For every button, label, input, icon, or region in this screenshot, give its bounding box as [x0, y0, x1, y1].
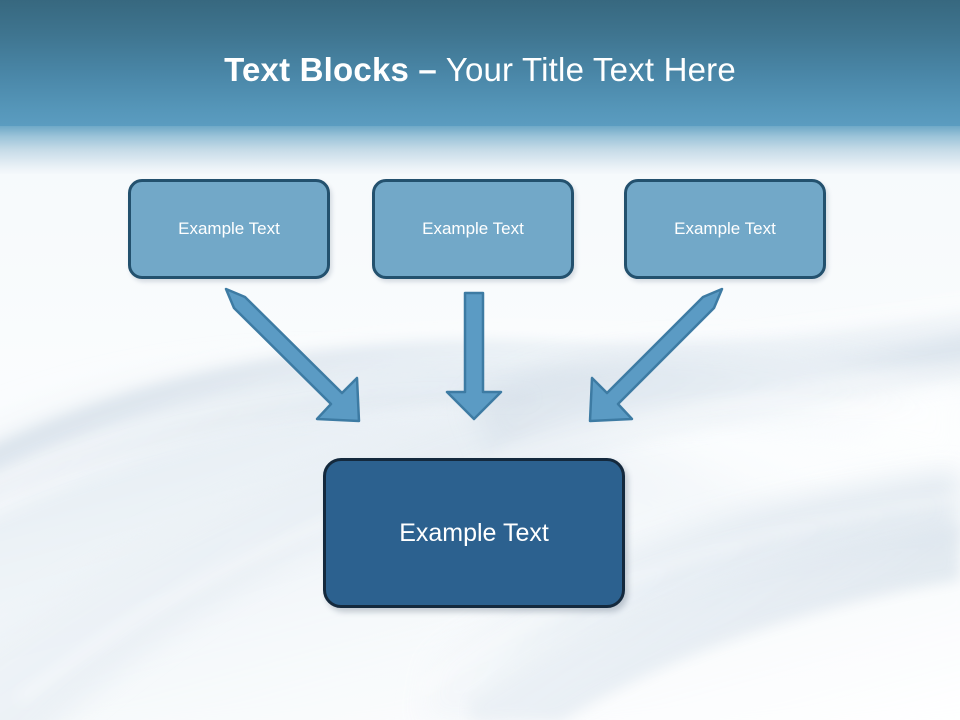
text-block-1-label: Example Text	[178, 219, 280, 238]
title-banner-fade	[0, 126, 960, 174]
text-block-3-label: Example Text	[674, 219, 776, 238]
page-title-strong: Text Blocks –	[224, 51, 437, 88]
text-block-3[interactable]: Example Text	[624, 179, 826, 279]
text-block-2[interactable]: Example Text	[372, 179, 574, 279]
page-title: Text Blocks – Your Title Text Here	[0, 50, 960, 90]
text-block-1[interactable]: Example Text	[128, 179, 330, 279]
text-block-result-label: Example Text	[399, 518, 549, 547]
text-block-2-label: Example Text	[422, 219, 524, 238]
page-title-light: Your Title Text Here	[436, 51, 736, 88]
title-banner	[0, 0, 960, 126]
text-block-result[interactable]: Example Text	[323, 458, 625, 608]
